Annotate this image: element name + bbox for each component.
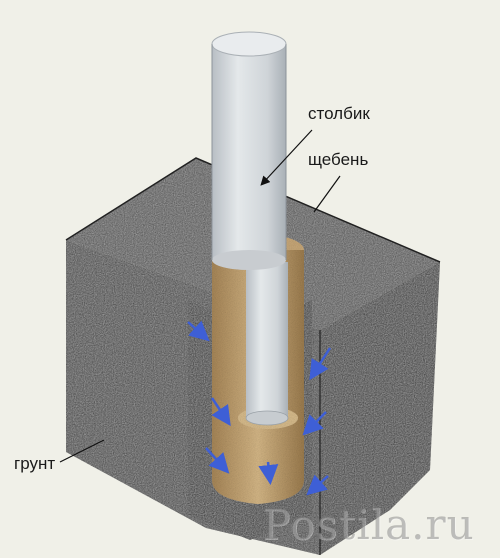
label-gravel: щебень	[308, 150, 369, 169]
watermark-text: Postila.ru	[262, 500, 475, 549]
arrow-7	[258, 461, 279, 485]
arrow-1	[187, 320, 210, 342]
arrow-6	[306, 474, 329, 496]
post-top-cap	[211, 31, 287, 57]
arrow-2	[210, 397, 231, 427]
post-buried-section	[246, 262, 288, 418]
soil-side-face	[320, 262, 440, 555]
arrow-5	[302, 411, 327, 436]
arrow-3	[205, 447, 230, 474]
leader-gravel	[313, 175, 341, 213]
label-soil: грунт	[14, 454, 56, 473]
post-shaft	[212, 44, 286, 260]
leader-lines	[59, 129, 341, 463]
arrow-4	[309, 347, 332, 381]
water-flow-arrows	[187, 320, 332, 496]
leader-post	[260, 129, 313, 186]
leader-soil	[59, 439, 105, 463]
post	[211, 31, 287, 270]
label-post: столбик	[308, 104, 370, 123]
